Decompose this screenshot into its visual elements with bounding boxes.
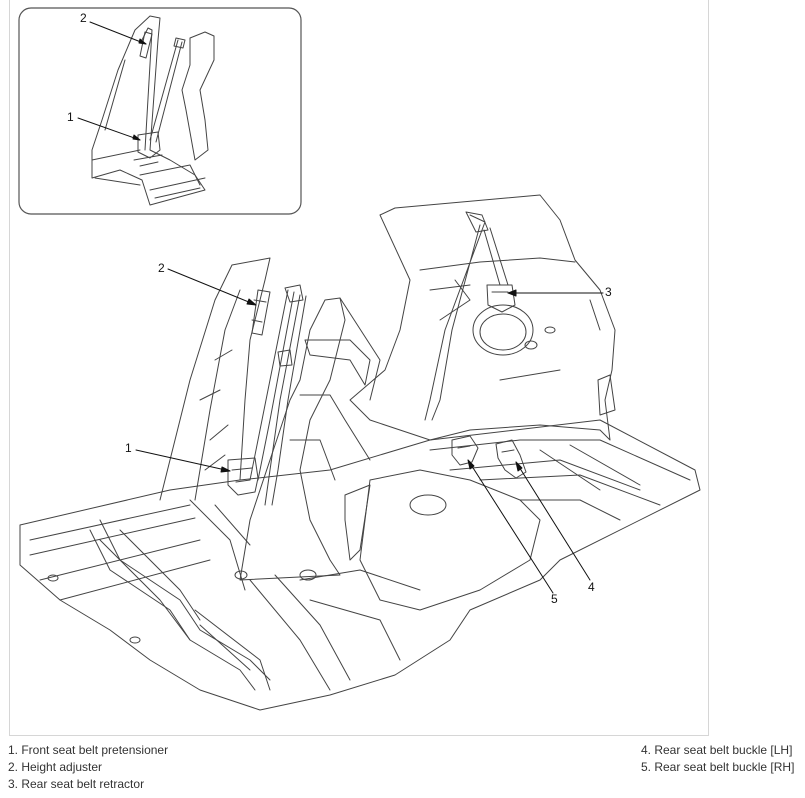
inset-frame	[18, 7, 302, 215]
vehicle-body	[19, 194, 701, 711]
legend-item-5: 5. Rear seat belt buckle [RH]	[641, 760, 795, 774]
legend-left: 1. Front seat belt pretensioner 2. Heigh…	[8, 742, 168, 793]
rear-belt-retractor	[486, 284, 516, 313]
rear-quarter-panel	[349, 194, 616, 441]
floor-holes	[47, 494, 447, 644]
inset-belt	[149, 37, 186, 143]
center-pillar	[239, 297, 346, 581]
diagram-frame	[9, 0, 709, 736]
wheel-arch	[472, 304, 534, 356]
quarter-trim	[304, 339, 371, 386]
legend-item-1: 1. Front seat belt pretensioner	[8, 743, 169, 757]
floor-outline	[19, 419, 701, 711]
legend-item-3: 3. Rear seat belt retractor	[8, 777, 145, 791]
front-belt-webbing	[249, 289, 307, 506]
pretensioner	[227, 457, 259, 496]
rear-quarter-inner	[419, 257, 616, 416]
front-belt-guide	[277, 284, 304, 367]
callout-4: 4	[588, 580, 595, 594]
inset-callout-2: 2	[80, 11, 87, 25]
buckle-rh	[451, 435, 479, 466]
inset-detail: 2 1	[18, 7, 302, 215]
height-adjuster	[251, 289, 271, 336]
callout-3: 3	[605, 285, 612, 299]
floor-tunnel	[359, 469, 541, 611]
rear-belt-anchor	[465, 211, 489, 233]
inset-callout-1: 1	[67, 110, 74, 124]
legend-right: 4. Rear seat belt buckle [LH] 5. Rear se…	[641, 742, 794, 776]
seat-strap	[344, 484, 371, 561]
inset-pillar-inner	[91, 27, 201, 186]
center-pillar-inner	[289, 297, 381, 481]
b-pillar	[159, 257, 271, 501]
rear-belt-webbing	[424, 214, 509, 421]
floor-ribs	[29, 499, 421, 691]
callout-leaders	[135, 268, 604, 594]
seat-belt-diagram: 2 1	[18, 7, 701, 711]
inset-pretensioner	[133, 131, 163, 167]
callout-2: 2	[158, 261, 165, 275]
b-pillar-detail	[199, 349, 233, 471]
inset-rear-panel	[181, 31, 215, 161]
buckle-lh	[495, 439, 527, 479]
rear-holes	[524, 326, 556, 350]
callout-5: 5	[551, 592, 558, 606]
inset-height-adjuster	[139, 31, 153, 59]
legend-item-4: 4. Rear seat belt buckle [LH]	[641, 743, 793, 757]
callout-1: 1	[125, 441, 132, 455]
legend-item-2: 2. Height adjuster	[8, 760, 103, 774]
inset-pillar	[91, 15, 206, 206]
floor-rear-section	[429, 439, 691, 521]
inset-floor-line	[94, 177, 206, 199]
floor-crossmember	[89, 519, 271, 691]
